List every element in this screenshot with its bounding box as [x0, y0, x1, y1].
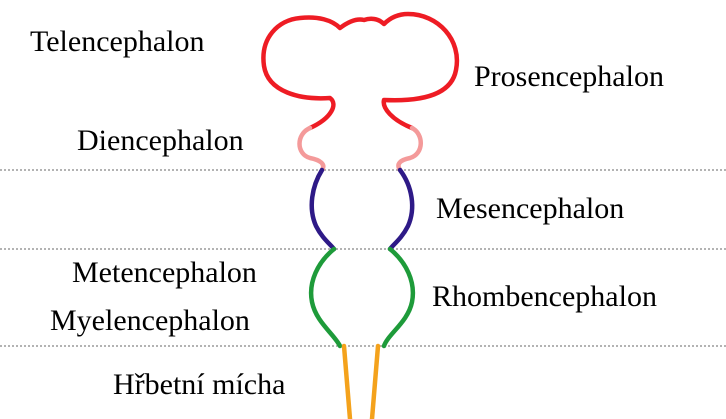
- rhombencephalon-left: [311, 249, 340, 346]
- mesencephalon-right: [390, 170, 412, 249]
- label-prosencephalon: Prosencephalon: [474, 62, 664, 92]
- diencephalon-right: [398, 128, 420, 170]
- rhombencephalon-right: [384, 249, 413, 346]
- label-spinal-cord: Hřbetní mícha: [113, 370, 285, 400]
- mesencephalon-left: [312, 170, 334, 249]
- label-telencephalon: Telencephalon: [30, 27, 204, 57]
- label-myelencephalon: Myelencephalon: [50, 306, 250, 336]
- spinal-cord-left: [344, 346, 350, 419]
- label-mesencephalon: Mesencephalon: [436, 194, 624, 224]
- spinal-cord-right: [372, 346, 378, 419]
- label-rhombencephalon: Rhombencephalon: [432, 282, 657, 312]
- telencephalon-outline: [263, 14, 456, 128]
- diencephalon-left: [300, 128, 324, 170]
- label-diencephalon: Diencephalon: [77, 126, 244, 156]
- label-metencephalon: Metencephalon: [72, 258, 257, 288]
